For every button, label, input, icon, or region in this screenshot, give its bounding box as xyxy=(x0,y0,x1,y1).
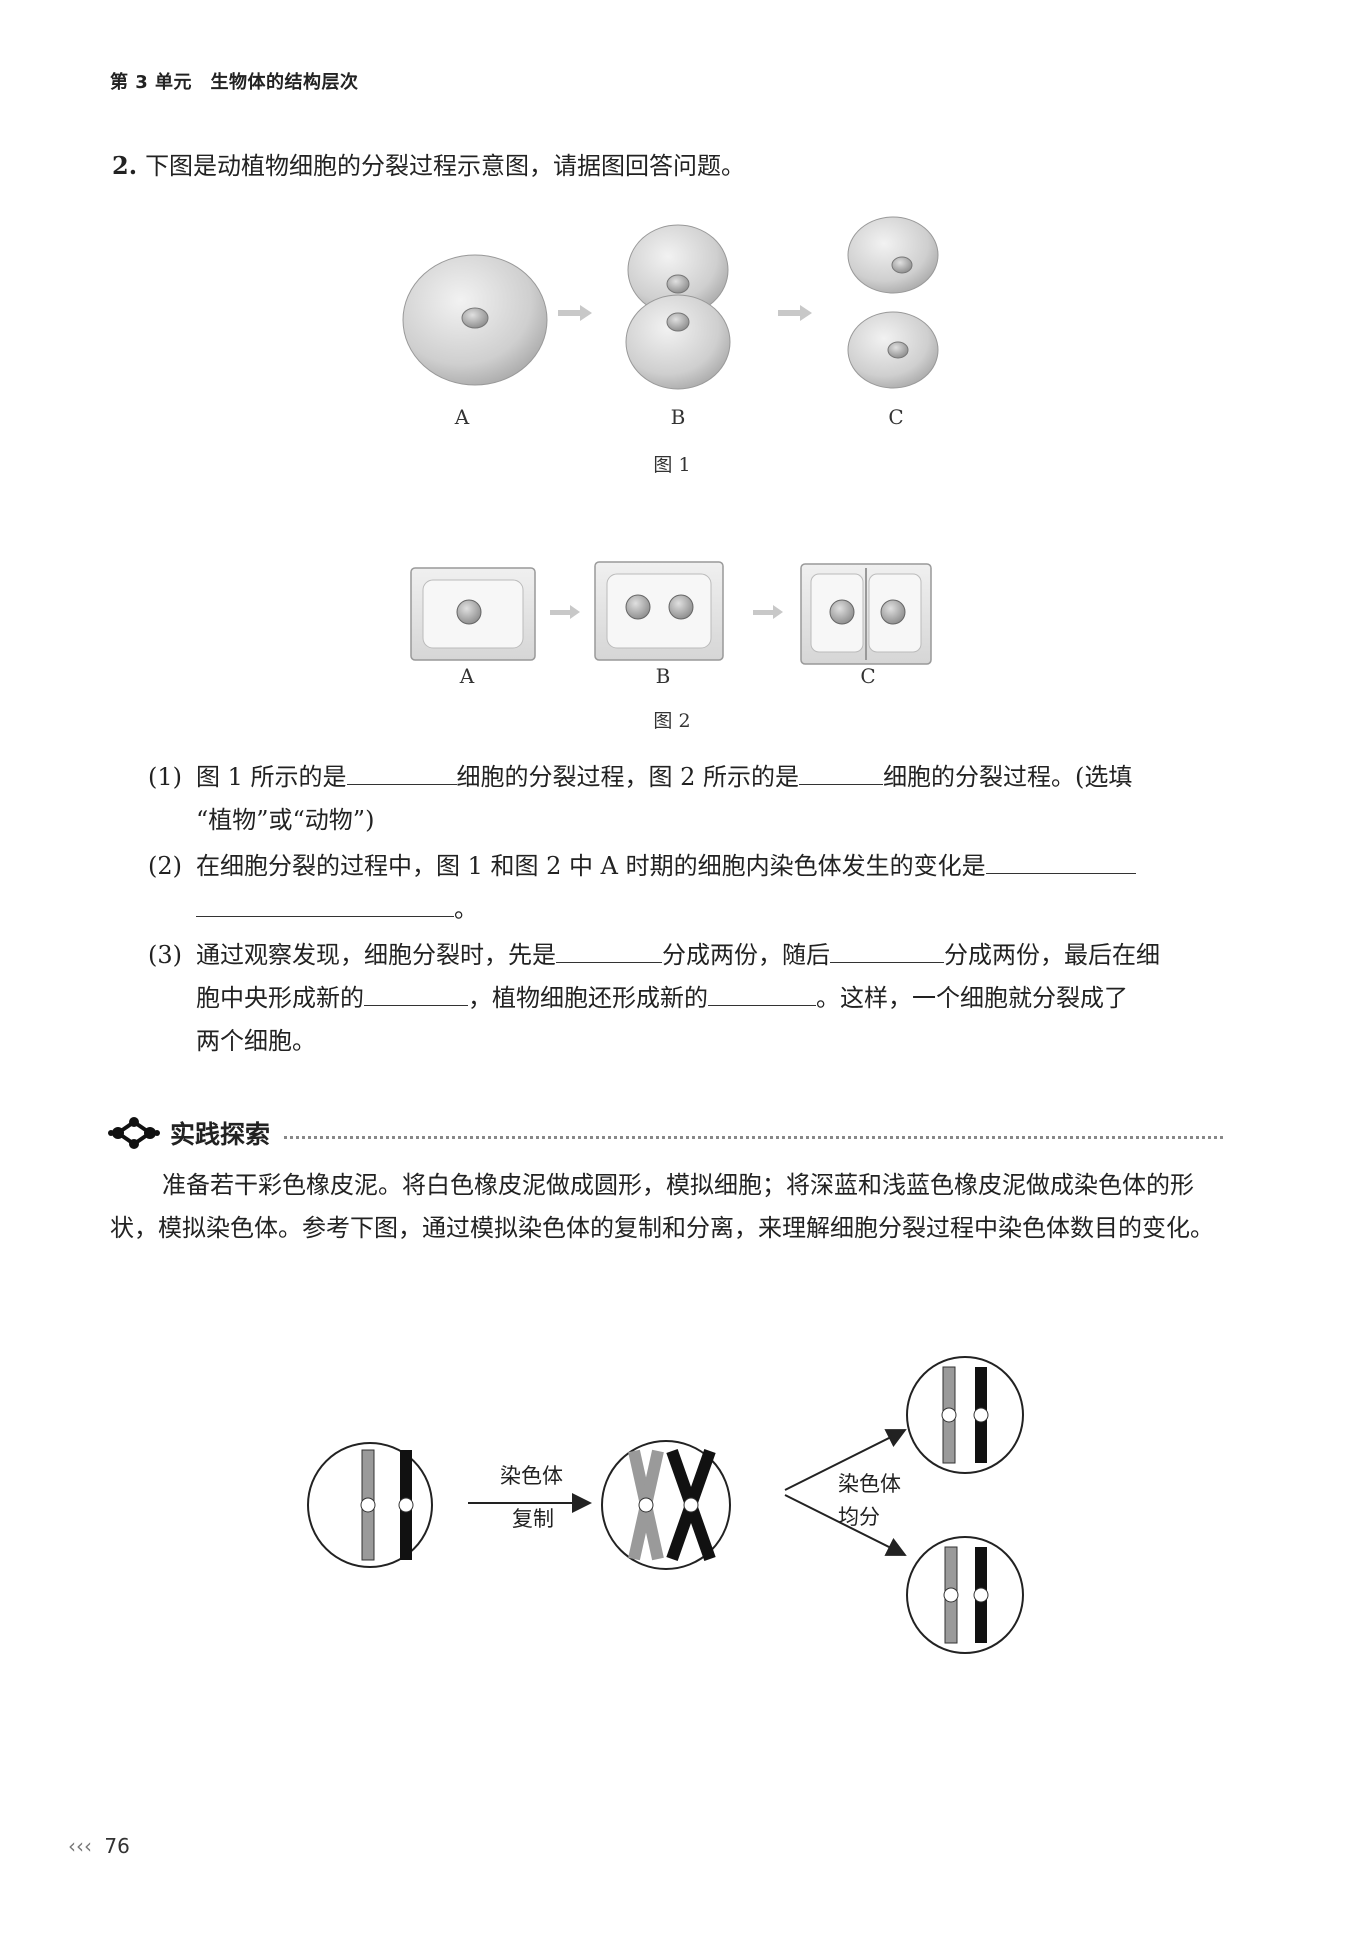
separation-arrow-down xyxy=(784,1494,907,1556)
separation-label-1: 染色体 xyxy=(838,1472,901,1496)
practice-section-title: 实践探索 xyxy=(170,1120,271,1149)
separation-arrow-up xyxy=(784,1429,907,1491)
subquestion-3-index: (3) xyxy=(148,941,182,969)
q1-text-2: 细胞的分裂过程，图 2 所示的是 xyxy=(456,763,800,791)
q3-text-2: 分成两份，随后 xyxy=(662,941,830,969)
fig1-cell-c xyxy=(847,216,939,389)
fig1-cell-a xyxy=(402,254,548,386)
cell-before-replication xyxy=(307,1442,433,1568)
q2-blank-1[interactable] xyxy=(985,847,1136,874)
figure-1-animal-cell-division xyxy=(402,216,939,390)
molecule-icon xyxy=(108,1117,160,1149)
q1-blank-1[interactable] xyxy=(346,758,457,785)
figure-1-caption: 图 1 xyxy=(653,454,691,476)
fig2-arrow-1 xyxy=(550,605,580,619)
section-divider xyxy=(284,1135,1223,1139)
fig2-label-b: B xyxy=(655,664,671,688)
q3-blank-3[interactable] xyxy=(364,979,468,1006)
daughter-cell-top xyxy=(906,1356,1024,1474)
subquestion-2: (2) 在细胞分裂的过程中，图 1 和图 2 中 A 时期的细胞内染色体发生的变化… xyxy=(148,845,1238,931)
fig2-cell-b xyxy=(594,561,724,661)
page-chevrons: ‹‹‹ xyxy=(68,1834,92,1858)
chromosome-division-diagram xyxy=(307,1356,1024,1654)
question-2-prompt: 2.下图是动植物细胞的分裂过程示意图，请据图回答问题。 xyxy=(112,146,745,181)
fig2-label-a: A xyxy=(459,664,475,688)
practice-paragraph: 准备若干彩色橡皮泥。将白色橡皮泥做成圆形，模拟细胞；将深蓝和浅蓝色橡皮泥做成染色… xyxy=(110,1171,1214,1242)
separation-label-2: 均分 xyxy=(838,1505,880,1529)
replication-label-2: 复制 xyxy=(512,1507,554,1531)
q3-text-6: 。这样，一个细胞就分裂成了 xyxy=(816,984,1128,1012)
fig1-arrow-1 xyxy=(558,305,592,321)
figure-2-plant-cell-division xyxy=(410,561,932,665)
cell-after-replication xyxy=(601,1440,731,1570)
q3-text-3: 分成两份，最后在细 xyxy=(944,941,1160,969)
fig1-cell-b xyxy=(625,224,731,390)
question-number: 2. xyxy=(112,151,138,180)
q3-blank-2[interactable] xyxy=(830,936,944,963)
q1-text-3: 细胞的分裂过程。(选填 xyxy=(883,763,1133,791)
unit-header: 第 3 单元 生物体的结构层次 xyxy=(110,72,359,93)
fig2-cell-a xyxy=(410,567,536,661)
replication-label-1: 染色体 xyxy=(500,1464,563,1488)
practice-section-header: 实践探索 xyxy=(108,1113,1223,1153)
fig2-arrow-2 xyxy=(753,605,783,619)
q3-text-1: 通过观察发现，细胞分裂时，先是 xyxy=(196,941,556,969)
q3-text-5: ，植物细胞还形成新的 xyxy=(468,984,708,1012)
fig1-label-b: B xyxy=(670,405,686,429)
q2-text-1: 在细胞分裂的过程中，图 1 和图 2 中 A 时期的细胞内染色体发生的变化是 xyxy=(196,852,986,880)
q3-text-4: 胞中央形成新的 xyxy=(196,984,364,1012)
q1-text-1: 图 1 所示的是 xyxy=(196,763,347,791)
subquestion-1: (1) 图 1 所示的是 细胞的分裂过程，图 2 所示的是 细胞的分裂过程。(选填 “… xyxy=(148,756,1238,842)
question-text: 下图是动植物细胞的分裂过程示意图，请据图回答问题。 xyxy=(145,152,746,180)
subquestion-2-index: (2) xyxy=(148,852,182,880)
figure-2-caption: 图 2 xyxy=(653,710,691,732)
q3-blank-1[interactable] xyxy=(556,936,662,963)
fig1-label-a: A xyxy=(454,405,470,429)
q3-blank-4[interactable] xyxy=(708,979,816,1006)
page-number: 76 xyxy=(104,1834,130,1858)
q2-blank-2[interactable] xyxy=(196,890,454,917)
q1-text-line2: “植物”或“动物”) xyxy=(196,806,375,834)
subquestion-3: (3) 通过观察发现，细胞分裂时，先是 分成两份，随后 分成两份，最后在细 胞中央形成… xyxy=(148,934,1238,1063)
subquestion-1-index: (1) xyxy=(148,763,182,791)
fig1-label-c: C xyxy=(888,405,904,429)
page-footer: ‹‹‹ 76 xyxy=(68,1834,130,1858)
q2-end: 。 xyxy=(454,895,478,923)
q3-text-line3: 两个细胞。 xyxy=(196,1027,316,1055)
fig2-label-c: C xyxy=(860,664,876,688)
daughter-cell-bottom xyxy=(906,1536,1024,1654)
fig2-cell-c xyxy=(800,563,932,665)
fig1-arrow-2 xyxy=(778,305,812,321)
q1-blank-2[interactable] xyxy=(799,758,884,785)
